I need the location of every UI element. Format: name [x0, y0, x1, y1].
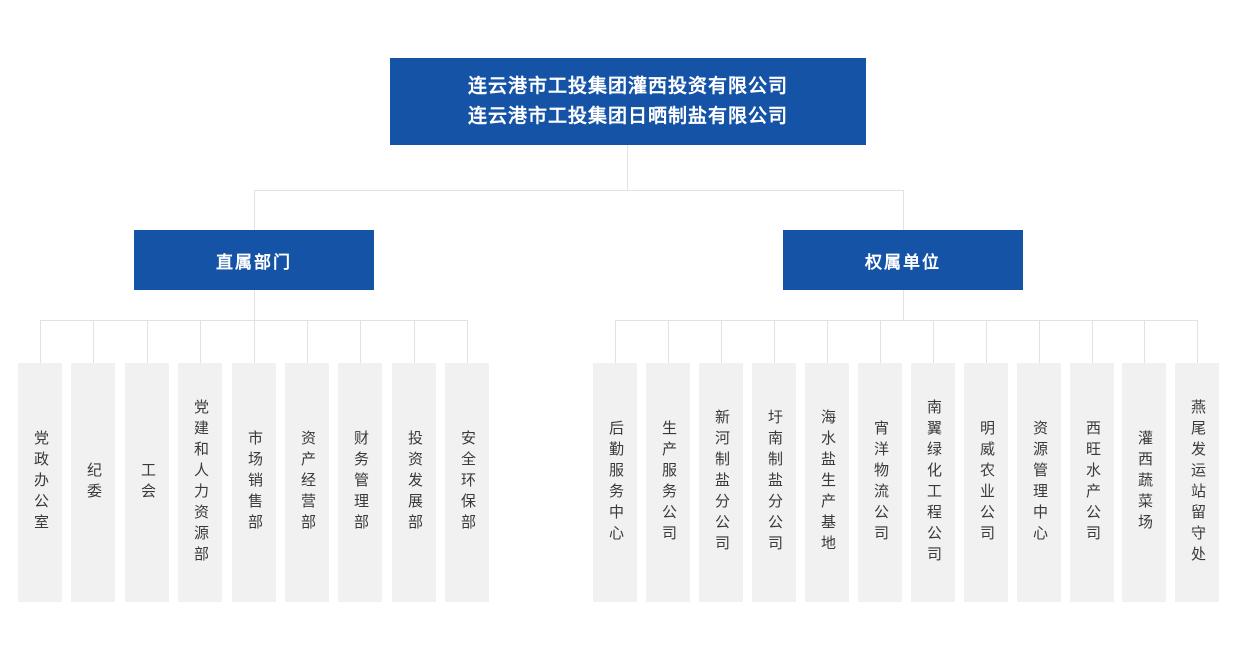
- department-label: 党建和人力资源部: [192, 398, 209, 567]
- department-box: 资产经营部: [285, 320, 329, 602]
- unit-box: 宵洋物流公司: [858, 320, 902, 602]
- department-label: 纪委: [85, 461, 102, 504]
- connector-line: [627, 145, 628, 190]
- unit-label: 西旺水产公司: [1084, 419, 1101, 546]
- department-label: 工会: [139, 461, 156, 504]
- unit-label: 生产服务公司: [660, 419, 677, 546]
- unit-box: 新河制盐分公司: [699, 320, 743, 602]
- unit-label: 灌西蔬菜场: [1136, 430, 1153, 535]
- branch-affiliated-units-label: 权属单位: [865, 252, 941, 272]
- unit-box: 圩南制盐分公司: [752, 320, 796, 602]
- department-label: 市场销售部: [246, 430, 263, 535]
- branch-direct-departments: 直属部门: [134, 230, 374, 320]
- unit-box: 灌西蔬菜场: [1122, 320, 1166, 602]
- unit-box: 明威农业公司: [964, 320, 1008, 602]
- unit-box: 南翼绿化工程公司: [911, 320, 955, 602]
- connector-line: [40, 320, 467, 321]
- unit-box: 西旺水产公司: [1070, 320, 1114, 602]
- unit-box: 燕尾发运站留守处: [1175, 320, 1219, 602]
- unit-box: 资源管理中心: [1017, 320, 1061, 602]
- connector-line: [254, 190, 255, 230]
- unit-label: 明威农业公司: [978, 419, 995, 546]
- unit-label: 新河制盐分公司: [713, 409, 730, 556]
- department-box: 市场销售部: [232, 320, 276, 602]
- department-box: 投资发展部: [392, 320, 436, 602]
- unit-label: 燕尾发运站留守处: [1189, 398, 1206, 567]
- unit-label: 圩南制盐分公司: [766, 409, 783, 556]
- root-company-name-line2: 连云港市工投集团日晒制盐有限公司: [467, 105, 788, 127]
- department-box: 党建和人力资源部: [178, 320, 222, 602]
- unit-box: 海水盐生产基地: [805, 320, 849, 602]
- unit-label: 宵洋物流公司: [872, 419, 889, 546]
- department-label: 党政办公室: [32, 430, 49, 535]
- unit-label: 海水盐生产基地: [819, 409, 836, 556]
- branch-affiliated-units: 权属单位: [783, 230, 1023, 320]
- root-company-name-line1: 连云港市工投集团灌西投资有限公司: [467, 76, 788, 98]
- department-box: 安全环保部: [445, 320, 489, 602]
- unit-box: 生产服务公司: [646, 320, 690, 602]
- department-label: 投资发展部: [406, 430, 423, 535]
- department-box: 纪委: [71, 320, 115, 602]
- department-label: 财务管理部: [352, 430, 369, 535]
- department-label: 资产经营部: [299, 430, 316, 535]
- department-label: 安全环保部: [459, 430, 476, 535]
- department-box: 党政办公室: [18, 320, 62, 602]
- connector-line: [254, 190, 904, 191]
- unit-label: 资源管理中心: [1031, 419, 1048, 546]
- department-box: 财务管理部: [338, 320, 382, 602]
- unit-label: 南翼绿化工程公司: [925, 398, 942, 567]
- unit-box: 后勤服务中心: [593, 320, 637, 602]
- branch-direct-departments-label: 直属部门: [216, 252, 292, 272]
- unit-label: 后勤服务中心: [607, 419, 624, 546]
- root-company-box: 连云港市工投集团灌西投资有限公司 连云港市工投集团日晒制盐有限公司: [390, 58, 866, 145]
- connector-line: [615, 320, 1197, 321]
- connector-line: [903, 190, 904, 230]
- department-box: 工会: [125, 320, 169, 602]
